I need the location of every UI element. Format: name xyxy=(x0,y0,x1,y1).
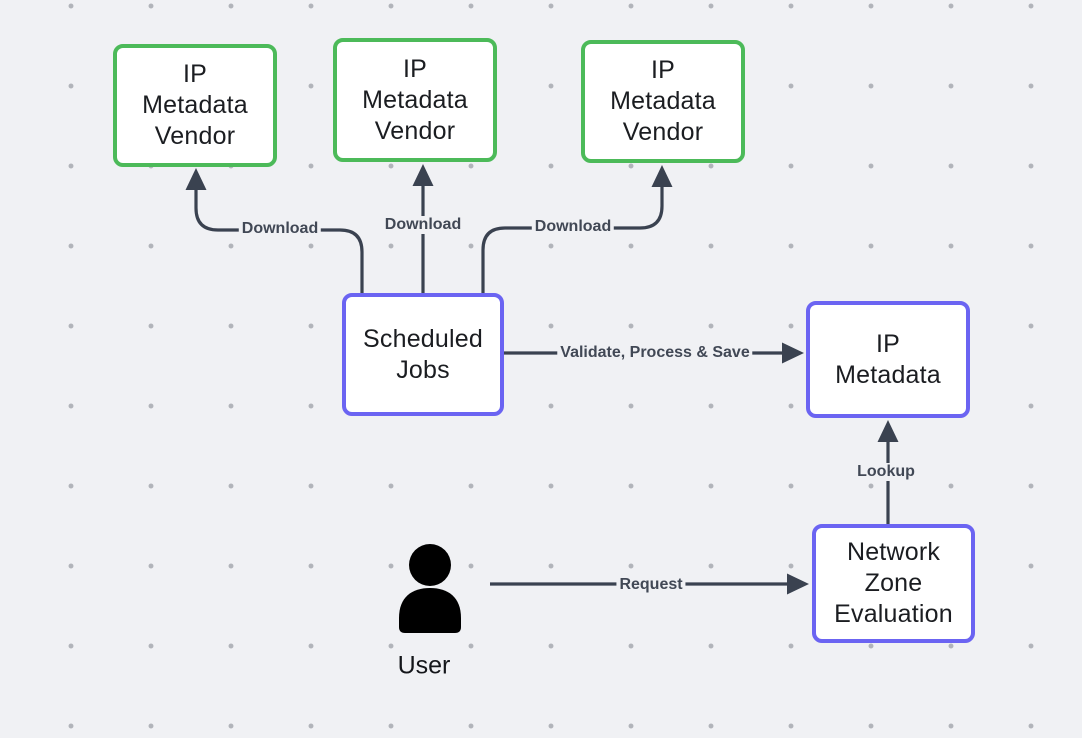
person-icon[interactable] xyxy=(399,544,461,633)
edge-download-2 xyxy=(412,164,434,293)
edge-label-request: Request xyxy=(616,576,686,594)
node-ip-metadata[interactable]: IP Metadata xyxy=(806,301,970,418)
node-ip-metadata-vendor-3[interactable]: IP Metadata Vendor xyxy=(581,40,745,163)
node-label: IP Metadata Vendor xyxy=(142,60,248,150)
node-label: IP Metadata xyxy=(835,329,941,389)
edge-label-download-1: Download xyxy=(238,220,322,238)
node-label: Network Zone Evaluation xyxy=(834,538,953,628)
edge-label-validate-process-save: Validate, Process & Save xyxy=(557,344,753,362)
node-ip-metadata-vendor-1[interactable]: IP Metadata Vendor xyxy=(113,44,277,167)
node-network-zone-evaluation[interactable]: Network Zone Evaluation xyxy=(812,524,975,643)
user-label: User xyxy=(397,651,451,680)
arrowhead-right-icon xyxy=(787,573,809,595)
node-ip-metadata-vendor-2[interactable]: IP Metadata Vendor xyxy=(333,38,497,162)
edge-lookup xyxy=(877,420,899,524)
arrowhead-up-icon xyxy=(877,420,899,442)
arrowhead-up-icon xyxy=(185,168,207,190)
edge-label-download-2: Download xyxy=(381,216,465,234)
edge-label-lookup: Lookup xyxy=(854,463,918,481)
node-label: IP Metadata Vendor xyxy=(610,56,716,146)
arrowhead-up-icon xyxy=(412,164,434,186)
node-label: Scheduled Jobs xyxy=(363,324,483,384)
arrowhead-up-icon xyxy=(651,165,673,187)
node-scheduled-jobs[interactable]: Scheduled Jobs xyxy=(342,293,504,416)
edge-label-download-3: Download xyxy=(531,218,615,236)
node-label: IP Metadata Vendor xyxy=(362,54,468,145)
arrowhead-right-icon xyxy=(782,342,804,364)
